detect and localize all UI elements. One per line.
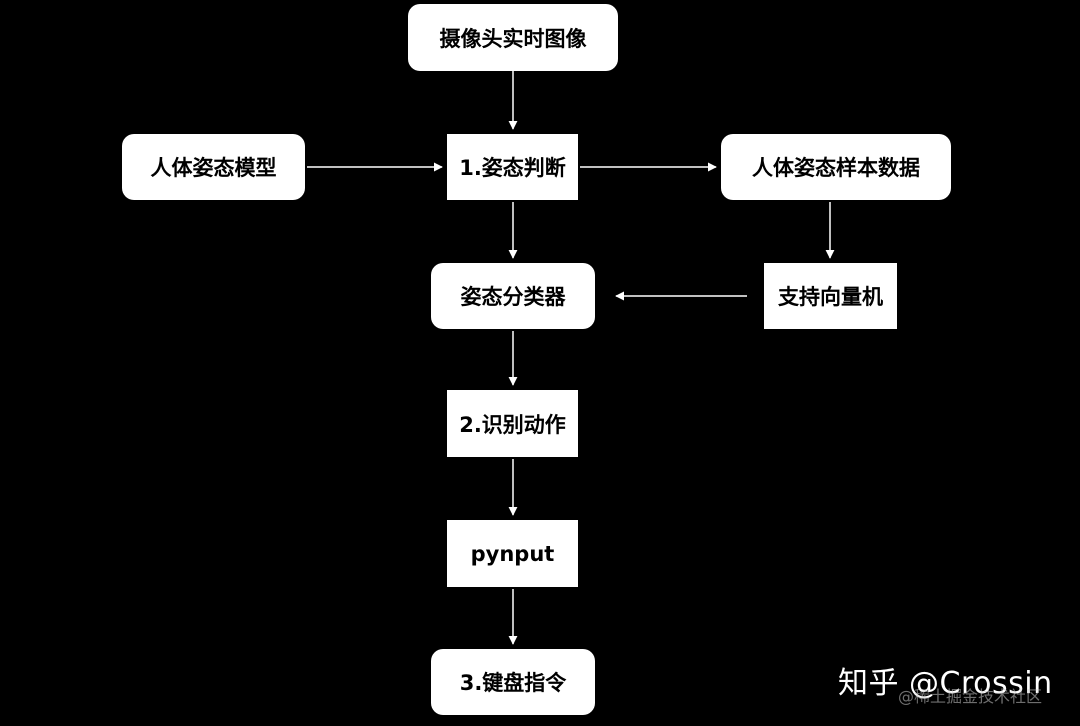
node-camera-realtime-image: 摄像头实时图像	[408, 4, 618, 71]
watermark-zhihu: 知乎 @Crossin	[838, 666, 1053, 701]
node-pose-classifier: 姿态分类器	[431, 263, 595, 329]
node-pynput: pynput	[447, 520, 578, 587]
node-support-vector-machine: 支持向量机	[764, 263, 897, 329]
node-pose-sample-data: 人体姿态样本数据	[721, 134, 951, 200]
node-recognize-action: 2.识别动作	[447, 390, 578, 457]
node-human-pose-model: 人体姿态模型	[122, 134, 305, 200]
node-keyboard-command: 3.键盘指令	[431, 649, 595, 715]
node-pose-judgment: 1.姿态判断	[447, 134, 578, 200]
watermark-juejin: @稀土掘金技术社区	[898, 687, 1043, 706]
